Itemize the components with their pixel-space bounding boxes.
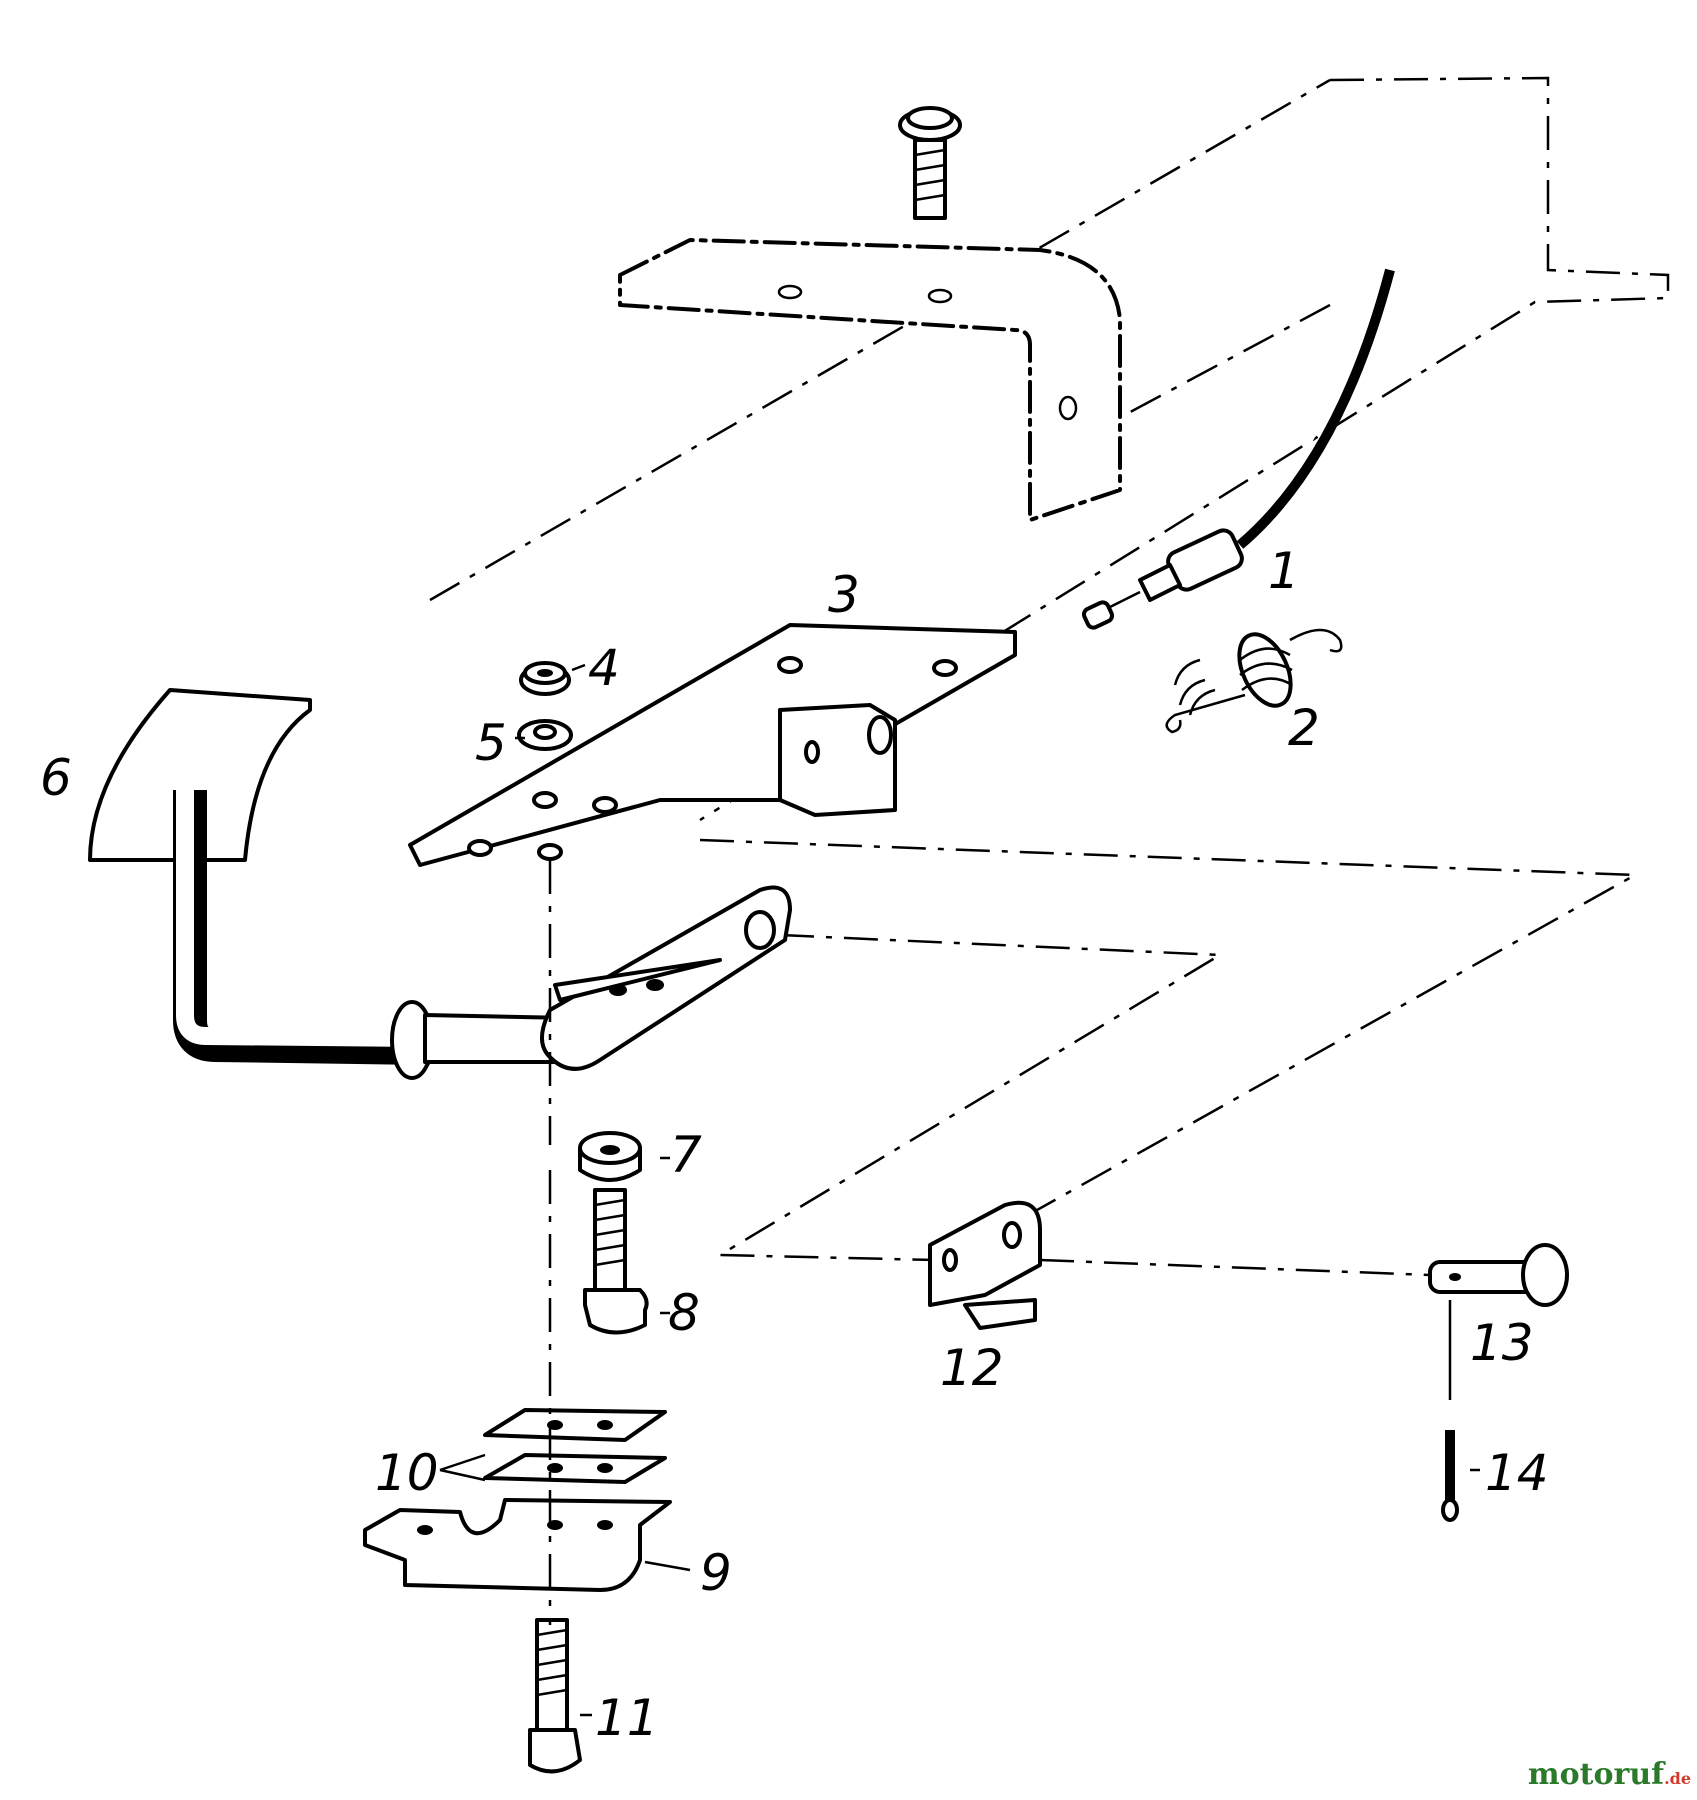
nut-7 [578, 1131, 642, 1182]
pin-13 [1428, 1243, 1569, 1307]
washer-5 [517, 719, 573, 751]
bolt-8 [583, 1188, 649, 1335]
nut-4 [519, 661, 571, 696]
label-10: 10 [375, 1444, 439, 1502]
label-12: 12 [940, 1339, 1004, 1397]
label-7: 7 [670, 1126, 702, 1184]
watermark-suffix: .de [1664, 1769, 1691, 1788]
label-6: 6 [40, 749, 72, 807]
leader-lines [439, 663, 1480, 1717]
label-4: 4 [588, 639, 620, 697]
label-13: 13 [1470, 1314, 1534, 1372]
label-5: 5 [475, 714, 507, 772]
cable [1081, 267, 1395, 630]
watermark-brand: motoruf [1527, 1757, 1665, 1792]
label-11: 11 [595, 1689, 659, 1747]
label-8: 8 [668, 1284, 700, 1342]
spring [1165, 628, 1343, 734]
mounting-plate [408, 623, 1017, 867]
bolt-11 [528, 1618, 582, 1774]
label-2: 2 [1288, 699, 1320, 757]
pin-axis [1039, 1258, 1431, 1277]
label-1: 1 [1268, 542, 1300, 600]
cotter-pin-14 [1441, 1300, 1459, 1522]
shim-plates-10 [483, 1408, 667, 1484]
bracket-bolt [898, 106, 962, 220]
label-3: 3 [828, 566, 860, 624]
watermark: motoruf.de [1528, 1757, 1691, 1792]
part-numbers: 1 2 3 4 5 6 7 8 9 10 11 12 13 14 [40, 542, 1549, 1747]
clamp-9 [363, 1498, 672, 1592]
label-9: 9 [700, 1544, 732, 1602]
pedal-lever [88, 688, 792, 1080]
label-14: 14 [1485, 1444, 1549, 1502]
upper-bracket [618, 238, 1122, 522]
clevis-12 [928, 1200, 1042, 1330]
